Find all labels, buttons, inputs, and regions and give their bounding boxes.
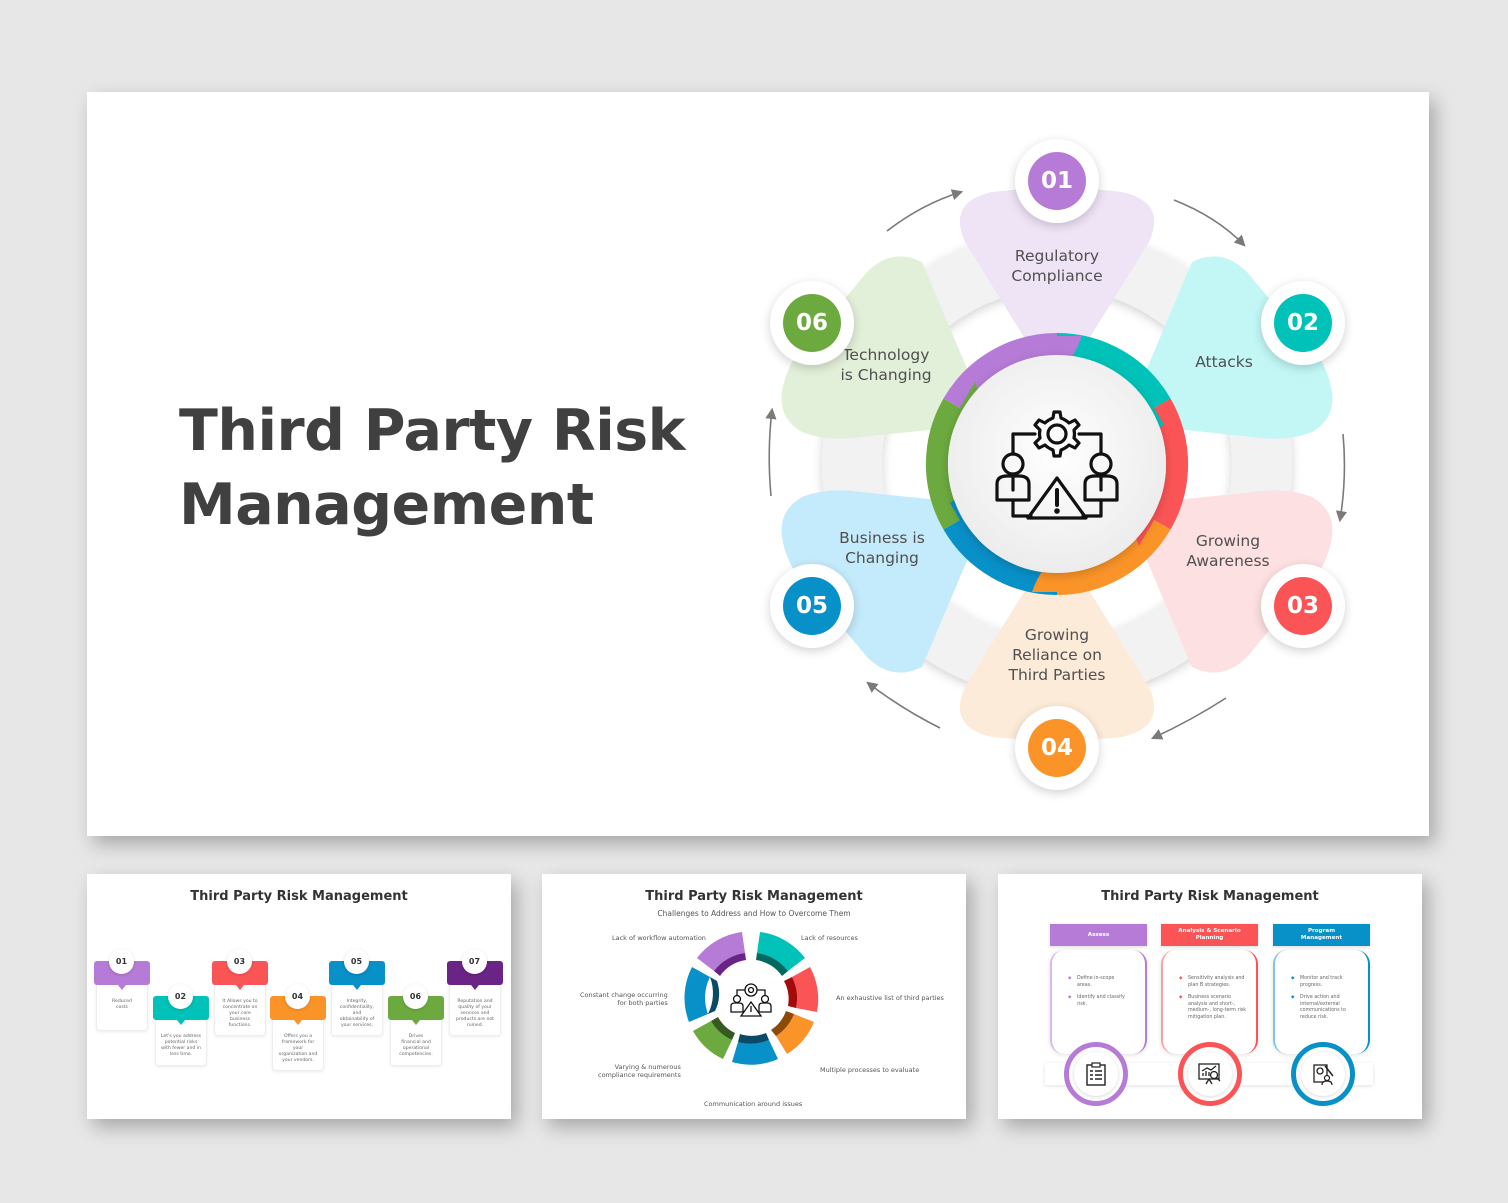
thumbnail-title: Third Party Risk Management bbox=[645, 889, 863, 904]
segment-exhaustive-list bbox=[784, 967, 819, 1012]
number-03: 03 bbox=[1274, 577, 1332, 635]
petals bbox=[781, 188, 1333, 741]
petal-01 bbox=[959, 188, 1155, 362]
step-text: Let's you address potential risks with f… bbox=[155, 1020, 207, 1066]
column-card-analysis: Sensitivity analysis and plan B strategi… bbox=[1161, 950, 1258, 1054]
segment-label: Constant change occurring for both parti… bbox=[580, 991, 668, 1007]
step-text: It Allows you to concentrate on your cor… bbox=[214, 985, 266, 1036]
program-management-icon bbox=[1313, 1064, 1334, 1086]
item-label-06: Technology is Changing bbox=[840, 346, 932, 384]
step-05: 05 Integrity, confidentiality, and obtai… bbox=[329, 949, 385, 1036]
step-04: 04 Offers you a framework for your organ… bbox=[270, 984, 326, 1071]
number-02: 02 bbox=[1274, 294, 1332, 352]
number-badge-04: 04 bbox=[1015, 706, 1099, 790]
number-badge-06: 06 bbox=[770, 281, 854, 365]
number-badge-01: 01 bbox=[1015, 139, 1099, 223]
column-card-assess: Define in-scope areas. Identify and clas… bbox=[1050, 950, 1147, 1054]
step-01: 01 Reduced costs bbox=[94, 949, 150, 1031]
number-badge-03: 03 bbox=[1261, 564, 1345, 648]
item-label-02: Attacks bbox=[1195, 353, 1253, 371]
bullet: Business scenario analysis and short-, m… bbox=[1179, 995, 1249, 1021]
segment-label: Lack of resources bbox=[801, 934, 858, 942]
step-number: 02 bbox=[168, 984, 193, 1009]
thumbnail-title: Third Party Risk Management bbox=[190, 889, 408, 904]
column-card-program: Monitor and track progress. Drive action… bbox=[1273, 950, 1370, 1054]
column-heading-program: Program Management bbox=[1273, 924, 1370, 946]
petal-02 bbox=[1132, 256, 1333, 439]
segment-label: Communication around issues bbox=[704, 1100, 803, 1108]
petal-03 bbox=[1132, 490, 1333, 673]
number-05: 05 bbox=[783, 577, 841, 635]
petal-04 bbox=[959, 567, 1155, 741]
step-07: 07 Reputation and quality of your servic… bbox=[447, 949, 503, 1036]
thumbnail-slide-1[interactable]: Third Party Risk Management 01 Reduced c… bbox=[87, 874, 511, 1119]
petal-06 bbox=[781, 256, 982, 439]
petal-05 bbox=[781, 490, 982, 673]
thumbnail-title: Third Party Risk Management bbox=[1101, 889, 1319, 904]
step-number: 05 bbox=[344, 949, 369, 974]
bullet: Identify and classify risk. bbox=[1068, 995, 1138, 1008]
segment-constant-change bbox=[684, 967, 720, 1022]
step-number: 03 bbox=[227, 949, 252, 974]
item-label-03: Growing Awareness bbox=[1186, 532, 1270, 570]
number-badge-02: 02 bbox=[1261, 281, 1345, 365]
step-06: 06 Drives financial and operational comp… bbox=[388, 984, 444, 1066]
step-number: 06 bbox=[403, 984, 428, 1009]
bullet: Sensitivity analysis and plan B strategi… bbox=[1179, 976, 1249, 989]
icon-ring-assess bbox=[1064, 1042, 1128, 1106]
checklist-icon bbox=[1086, 1062, 1106, 1086]
step-03: 03 It Allows you to concentrate on your … bbox=[212, 949, 268, 1036]
thumbnail-slide-2[interactable]: Third Party Risk Management Challenges t… bbox=[542, 874, 966, 1119]
segment-communication bbox=[732, 1033, 778, 1065]
risk-management-icon bbox=[995, 410, 1119, 520]
thumbnail-subtitle: Challenges to Address and How to Overcom… bbox=[657, 909, 851, 918]
step-text: Reduced costs bbox=[96, 985, 148, 1031]
segment-label: Lack of workflow automation bbox=[612, 934, 706, 942]
thumbnail-slide-3[interactable]: Third Party Risk Management Assess Analy… bbox=[998, 874, 1422, 1119]
step-text: Reputation and quality of your services … bbox=[449, 985, 501, 1036]
cycle-graphics bbox=[765, 188, 1347, 741]
item-label-04: Growing Reliance on Third Parties bbox=[1008, 626, 1106, 684]
step-number: 01 bbox=[109, 949, 134, 974]
step-number: 07 bbox=[462, 949, 487, 974]
risk-management-icon bbox=[730, 983, 772, 1017]
icon-ring-program bbox=[1291, 1042, 1355, 1106]
item-label-01: Regulatory Compliance bbox=[1011, 247, 1103, 285]
segment-workflow-automation bbox=[697, 932, 746, 976]
segment-multiple-processes bbox=[771, 1011, 814, 1054]
item-label-05: Business is Changing bbox=[839, 529, 925, 567]
segment-label: Varying & numerous compliance requiremen… bbox=[598, 1063, 681, 1079]
number-badge-05: 05 bbox=[770, 564, 854, 648]
column-heading-analysis: Analysis & Scenario Planning bbox=[1161, 924, 1258, 946]
step-text: Integrity, confidentiality, and obtainab… bbox=[331, 985, 383, 1036]
number-04: 04 bbox=[1028, 719, 1086, 777]
center-circle bbox=[948, 355, 1166, 573]
segment-compliance-requirements bbox=[693, 1017, 735, 1059]
chart-analysis-icon bbox=[1198, 1063, 1221, 1085]
segment-label: An exhaustive list of third parties bbox=[836, 994, 944, 1002]
cycle-diagram: Regulatory Compliance Attacks Growing Aw… bbox=[87, 92, 1429, 836]
bullet: Drive action and internal/external commu… bbox=[1291, 995, 1361, 1021]
challenge-ring bbox=[684, 932, 819, 1065]
step-text: Offers you a framework for your organiza… bbox=[272, 1020, 324, 1071]
number-06: 06 bbox=[783, 294, 841, 352]
number-01: 01 bbox=[1028, 152, 1086, 210]
slide-title: Third Party Risk Management bbox=[179, 398, 686, 538]
column-heading-assess: Assess bbox=[1050, 924, 1147, 946]
bullet: Define in-scope areas. bbox=[1068, 976, 1138, 989]
step-text: Drives financial and operational compete… bbox=[390, 1020, 442, 1066]
step-02: 02 Let's you address potential risks wit… bbox=[153, 984, 209, 1066]
segment-label: Multiple processes to evaluate bbox=[820, 1066, 920, 1074]
main-slide[interactable]: Third Party Risk Management bbox=[87, 92, 1429, 836]
step-number: 04 bbox=[285, 984, 310, 1009]
icon-ring-analysis bbox=[1178, 1042, 1242, 1106]
bullet: Monitor and track progress. bbox=[1291, 976, 1361, 989]
segment-lack-of-resources bbox=[756, 932, 805, 976]
cycle-arrows bbox=[765, 189, 1347, 740]
